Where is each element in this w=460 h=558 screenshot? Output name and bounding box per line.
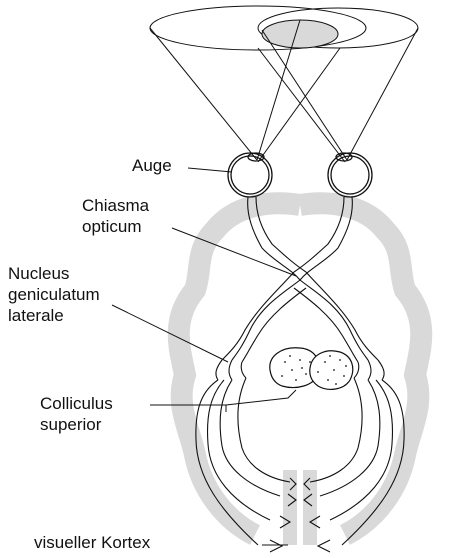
leader-auge [188,168,232,172]
label-visueller-kortex: visueller Kortex [34,532,150,553]
label-colliculus-superior: Colliculus superior [40,393,113,435]
colliculus-superior-structure [270,348,353,390]
radiation-left-inner [238,378,290,482]
label-auge: Auge [132,155,172,176]
optic-tract-right-a [300,280,368,360]
left-eye-inner [231,156,269,194]
field-line-left-outer [150,28,257,160]
lgn-left [216,360,246,380]
field-line-right-inner [262,30,347,160]
field-line-cross-2 [258,48,340,162]
lgn-right [354,360,384,380]
radiation-left-3 [220,380,280,496]
radiation-right-3 [320,380,380,496]
cortex-end-marks [270,478,330,552]
binocular-overlap [262,20,338,48]
visual-fields [150,6,418,162]
label-nucleus-geniculatum-laterale: Nucleus geniculatum laterale [8,263,100,326]
optic-pathway [222,197,378,362]
radiation-right-inner [310,378,362,482]
field-line-cross-1 [258,48,345,162]
right-colliculus [310,351,353,390]
label-chiasma-opticum: Chiasma opticum [82,195,149,237]
right-eye-inner [331,156,369,194]
eyes [228,153,372,197]
